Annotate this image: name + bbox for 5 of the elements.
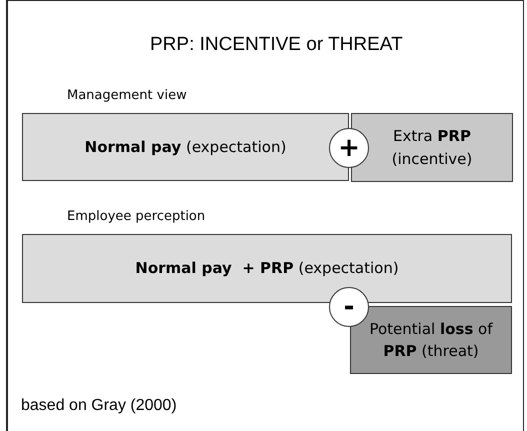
- title: PRP: INCENTIVE or THREAT: [150, 33, 403, 57]
- expectation-box: Normal pay + PRP (expectation): [22, 234, 512, 303]
- section-heading: Employee perception: [67, 208, 206, 226]
- section-heading: Management view: [67, 87, 187, 105]
- source-note: based on Gray (2000): [21, 396, 177, 416]
